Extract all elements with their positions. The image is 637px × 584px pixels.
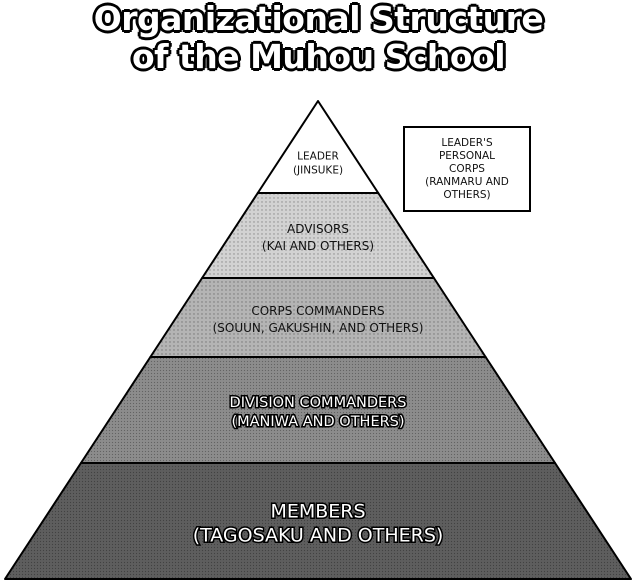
tier-4-members: (MANIWA AND OTHERS) <box>231 414 404 430</box>
tier-3-members: (SOUUN, GAKUSHIN, AND OTHERS) <box>213 321 424 335</box>
pyramid-tier-3-texture <box>150 278 486 357</box>
tier-3-title: CORPS COMMANDERS <box>251 304 384 318</box>
pyramid-tier-2-texture <box>202 193 434 278</box>
tier-1-members: (JINSUKE) <box>293 165 343 177</box>
pyramid-tier-4-texture <box>80 357 556 463</box>
pyramid-tier-5-texture <box>5 463 631 579</box>
tier-2-members: (KAI AND OTHERS) <box>262 239 374 253</box>
diagram-title-line-2: of the Muhou School <box>131 37 507 77</box>
pyramid-tier-1 <box>256 100 380 194</box>
tier-1-title: LEADER <box>297 151 339 163</box>
tier-5-title: MEMBERS <box>270 500 365 522</box>
tier-5-members: (TAGOSAKU AND OTHERS) <box>193 524 444 546</box>
tier-2-title: ADVISORS <box>287 222 349 236</box>
leaders-personal-corps-box: LEADER'S PERSONAL CORPS (RANMARU AND OTH… <box>403 126 531 212</box>
leaders-personal-corps-label: LEADER'S PERSONAL CORPS (RANMARU AND OTH… <box>425 136 509 201</box>
tier-4-title: DIVISION COMMANDERS <box>230 395 407 411</box>
diagram-title-line-1: Organizational Structure <box>93 0 545 39</box>
